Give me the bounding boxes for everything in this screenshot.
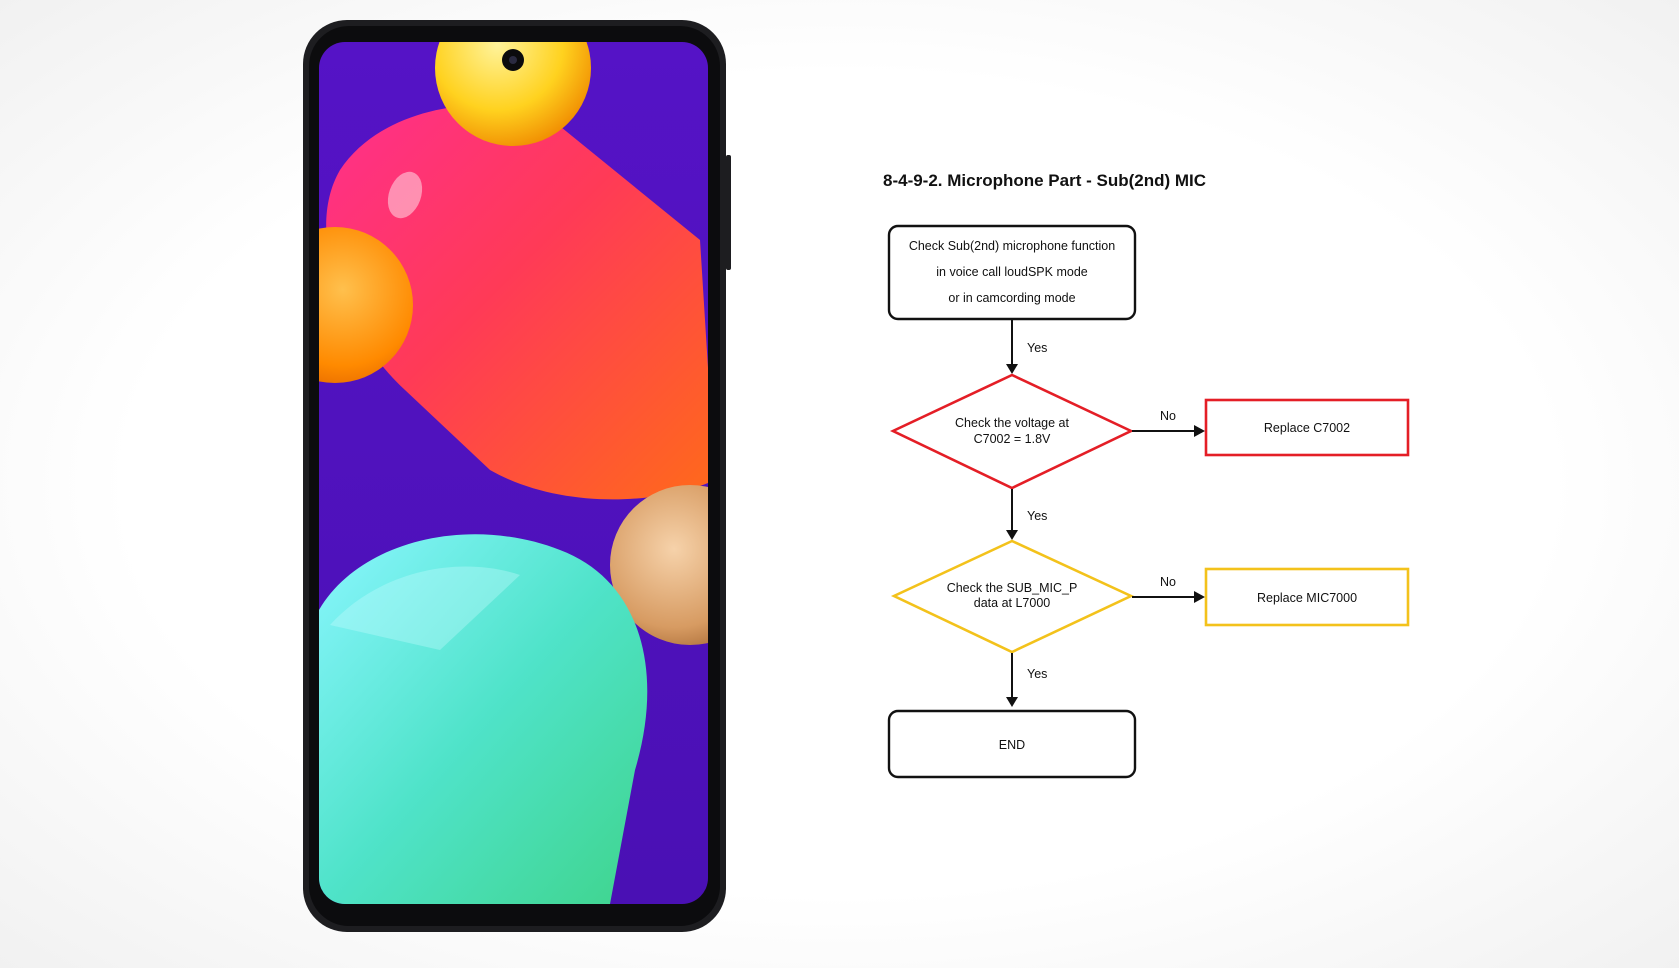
edge-voltage-to-data: Yes [1006, 489, 1047, 540]
node-start-line-1: Check Sub(2nd) microphone function [909, 239, 1115, 253]
phone-screen [257, 0, 770, 904]
edge-start-to-voltage: Yes [1006, 320, 1047, 374]
node-start-line-3: or in camcording mode [948, 291, 1075, 305]
diagram-title: 8-4-9-2. Microphone Part - Sub(2nd) MIC [883, 171, 1206, 190]
node-voltage-check-line-2: C7002 = 1.8V [974, 432, 1051, 446]
edge-data-to-end-label: Yes [1027, 667, 1047, 681]
edge-data-to-replace-label: No [1160, 575, 1176, 589]
edge-data-to-replace: No [1132, 575, 1205, 603]
node-data-check: Check the SUB_MIC_P data at L7000 [894, 541, 1131, 652]
node-replace-c7002-label: Replace C7002 [1264, 421, 1350, 435]
edge-voltage-to-data-label: Yes [1027, 509, 1047, 523]
flowchart: 8-4-9-2. Microphone Part - Sub(2nd) MIC … [883, 171, 1408, 777]
side-button [726, 155, 731, 270]
node-replace-c7002: Replace C7002 [1206, 400, 1408, 455]
edge-start-to-voltage-label: Yes [1027, 341, 1047, 355]
node-replace-mic7000: Replace MIC7000 [1206, 569, 1408, 625]
edge-voltage-to-replace: No [1132, 409, 1205, 437]
node-voltage-check: Check the voltage at C7002 = 1.8V [893, 375, 1131, 488]
node-start-line-2: in voice call loudSPK mode [936, 265, 1088, 279]
node-data-check-line-2: data at L7000 [974, 596, 1051, 610]
node-start: Check Sub(2nd) microphone function in vo… [889, 226, 1135, 319]
node-data-check-line-1: Check the SUB_MIC_P [947, 581, 1078, 595]
smartphone-icon [257, 0, 770, 932]
node-voltage-check-line-1: Check the voltage at [955, 416, 1069, 430]
edge-voltage-to-replace-label: No [1160, 409, 1176, 423]
node-end-label: END [999, 738, 1025, 752]
node-end: END [889, 711, 1135, 777]
edge-data-to-end: Yes [1006, 653, 1047, 707]
node-replace-mic7000-label: Replace MIC7000 [1257, 591, 1357, 605]
